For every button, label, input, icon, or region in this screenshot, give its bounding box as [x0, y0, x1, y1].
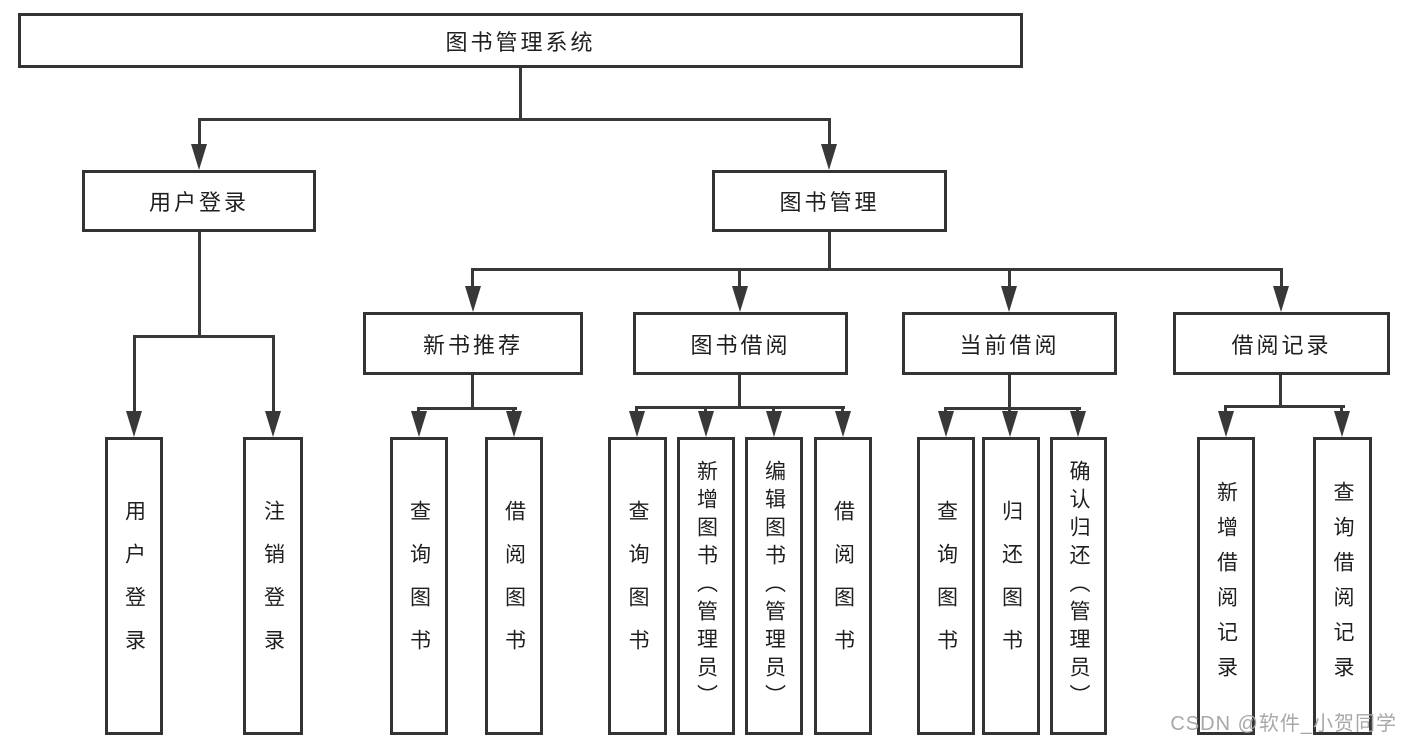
arrowhead — [938, 411, 954, 437]
leaf-confirm-return-admin: 确认归还（管理员） — [1050, 437, 1107, 735]
leaf-borrow-books-recommend: 借阅图书 — [485, 437, 543, 735]
arrowhead — [265, 411, 281, 437]
leaf-borrow-books: 借阅图书 — [814, 437, 872, 735]
arrowhead — [766, 411, 782, 437]
arrowhead — [1334, 411, 1350, 437]
node-borrowing-records: 借阅记录 — [1173, 312, 1390, 375]
arrowhead — [1218, 411, 1234, 437]
leaf-user-login: 用户登录 — [105, 437, 163, 735]
connector-stem — [635, 406, 638, 413]
leaf-label: 归还图书 — [999, 500, 1023, 672]
connector-root-branch — [198, 118, 831, 121]
connector-stem — [1076, 407, 1079, 413]
leaf-logout: 注销登录 — [243, 437, 303, 735]
node-user-login: 用户登录 — [82, 170, 316, 232]
arrowhead — [698, 411, 714, 437]
arrowhead — [1273, 286, 1289, 312]
node-library-management-system: 图书管理系统 — [18, 13, 1023, 68]
arrowhead — [126, 411, 142, 437]
node-label: 当前借阅 — [959, 332, 1060, 358]
connector-branch — [471, 268, 1283, 271]
node-label: 图书借阅 — [690, 332, 791, 358]
connector-stem — [1008, 407, 1011, 413]
node-label: 新书推荐 — [422, 332, 523, 358]
connector-stem — [1280, 268, 1283, 288]
leaf-query-books-borrow: 查询图书 — [608, 437, 667, 735]
arrowhead — [465, 286, 481, 312]
node-label: 用户登录 — [148, 190, 249, 215]
leaf-label: 新增借阅记录 — [1214, 481, 1238, 691]
connector-stem — [828, 118, 831, 146]
leaf-add-books-admin: 新增图书（管理员） — [677, 437, 735, 735]
node-book-management: 图书管理 — [712, 170, 947, 232]
connector-stem — [1224, 405, 1227, 413]
node-book-borrowing: 图书借阅 — [633, 312, 848, 375]
csdn-watermark: CSDN @软件_小贺同学 — [1170, 713, 1397, 735]
leaf-add-borrow-record: 新增借阅记录 — [1197, 437, 1255, 735]
connector-stem — [772, 406, 775, 413]
connector-stem — [133, 335, 136, 413]
leaf-edit-books-admin: 编辑图书（管理员） — [745, 437, 803, 735]
connector-stem — [1008, 375, 1011, 410]
arrowhead — [506, 411, 522, 437]
connector-branch — [635, 406, 845, 409]
arrowhead — [821, 144, 837, 170]
leaf-label: 注销登录 — [261, 500, 285, 672]
connector-stem — [198, 118, 201, 146]
connector-root-stem — [519, 68, 522, 121]
arrowhead — [411, 411, 427, 437]
connector-branch — [133, 335, 275, 338]
connector-stem — [841, 406, 844, 413]
arrowhead — [629, 411, 645, 437]
leaf-return-books: 归还图书 — [982, 437, 1040, 735]
connector-stem — [944, 407, 947, 413]
leaf-label: 查询图书 — [407, 500, 431, 672]
leaf-label: 查询借阅记录 — [1331, 481, 1354, 691]
connector-stem — [704, 406, 707, 413]
arrowhead — [732, 286, 748, 312]
connector-stem — [1340, 405, 1343, 413]
connector-branch — [944, 407, 1081, 410]
connector-stem — [198, 232, 201, 338]
connector-stem — [272, 335, 275, 413]
arrowhead — [835, 411, 851, 437]
connector-stem — [417, 407, 420, 413]
node-new-book-recommendation: 新书推荐 — [363, 312, 583, 375]
connector-stem — [738, 375, 741, 409]
leaf-label: 借阅图书 — [502, 500, 526, 672]
connector-stem — [1279, 375, 1282, 408]
arrowhead — [1001, 286, 1017, 312]
leaf-label: 确认归还（管理员） — [1067, 460, 1090, 712]
leaf-label: 编辑图书（管理员） — [762, 460, 786, 712]
leaf-label: 查询图书 — [934, 500, 958, 672]
connector-stem — [512, 407, 515, 413]
arrowhead — [191, 144, 207, 170]
arrowhead — [1002, 411, 1018, 437]
arrowhead — [1070, 411, 1086, 437]
leaf-label: 新增图书（管理员） — [694, 460, 718, 712]
connector-branch — [417, 407, 517, 410]
node-current-borrowing: 当前借阅 — [902, 312, 1117, 375]
connector-branch — [1224, 405, 1345, 408]
leaf-label: 查询图书 — [626, 500, 649, 672]
leaf-label: 用户登录 — [122, 500, 146, 672]
leaf-query-borrow-record: 查询借阅记录 — [1313, 437, 1372, 735]
connector-stem — [1008, 268, 1011, 288]
leaf-label: 借阅图书 — [831, 500, 855, 672]
node-label: 借阅记录 — [1231, 332, 1332, 358]
node-label: 图书管理 — [779, 190, 880, 215]
leaf-query-books-recommend: 查询图书 — [390, 437, 448, 735]
connector-stem — [828, 232, 831, 271]
node-label: 图书管理系统 — [445, 29, 596, 55]
leaf-query-books-current: 查询图书 — [917, 437, 975, 735]
connector-stem — [471, 375, 474, 410]
connector-stem — [738, 268, 741, 288]
connector-stem — [471, 268, 474, 288]
